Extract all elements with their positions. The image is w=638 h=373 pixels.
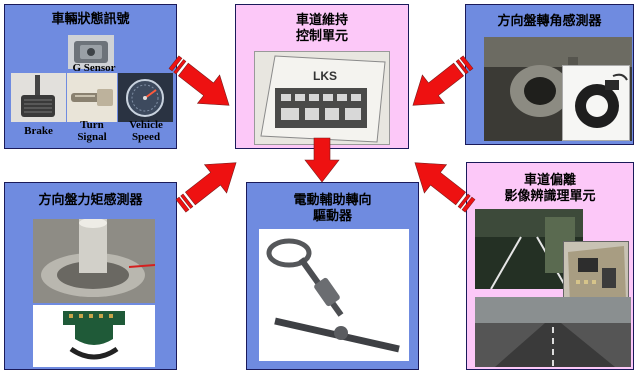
- lks-control-box: 車道維持 控制單元 LKS: [235, 4, 409, 149]
- torque-sensor-title: 方向盤力矩感測器: [38, 193, 143, 208]
- brake-image: [11, 73, 66, 122]
- speedometer-image: [118, 73, 173, 122]
- steering-angle-box: 方向盤轉角感測器: [465, 4, 634, 145]
- g-sensor-image: [68, 35, 114, 69]
- road-image: [475, 297, 631, 367]
- g-sensor-label: G Sensor: [72, 62, 116, 74]
- arrow-vehicle-status-to-lks: [178, 62, 230, 106]
- lane-departure-title: 車道偏離 影像辨識理單元: [504, 173, 596, 204]
- svg-text:LKS: LKS: [313, 69, 337, 83]
- lks-control-unit-image: LKS: [254, 51, 390, 145]
- arrow-steering-angle-to-lks: [412, 62, 464, 106]
- turn-signal-image: [67, 73, 117, 122]
- torque-sensor-box: 方向盤力矩感測器: [4, 182, 177, 370]
- angle-sensor-image: [562, 65, 630, 141]
- eps-actuator-box: 電動輔助轉向 驅動器: [246, 182, 419, 370]
- vehicle-speed-label: Vehicle Speed: [129, 119, 163, 143]
- brake-label: Brake: [24, 125, 53, 137]
- turn-signal-label: Turn Signal: [77, 119, 107, 143]
- vehicle-status-box: 車輛狀態訊號 G Sensor Brake Turn Signal: [4, 4, 177, 149]
- torque-sensor-board-image: [33, 305, 155, 367]
- steering-angle-title: 方向盤轉角感測器: [497, 14, 602, 29]
- vehicle-status-title: 車輛狀態訊號: [51, 12, 130, 27]
- eps-actuator-image: [259, 229, 409, 361]
- image-processing-board: [563, 241, 629, 307]
- torque-sensor-shaft-image: [33, 219, 155, 303]
- eps-actuator-title: 電動輔助轉向 驅動器: [293, 193, 372, 224]
- arrow-torque-to-lks: [185, 162, 237, 206]
- lane-departure-box: 車道偏離 影像辨識理單元: [466, 162, 634, 370]
- lks-control-title: 車道維持 控制單元: [295, 13, 348, 44]
